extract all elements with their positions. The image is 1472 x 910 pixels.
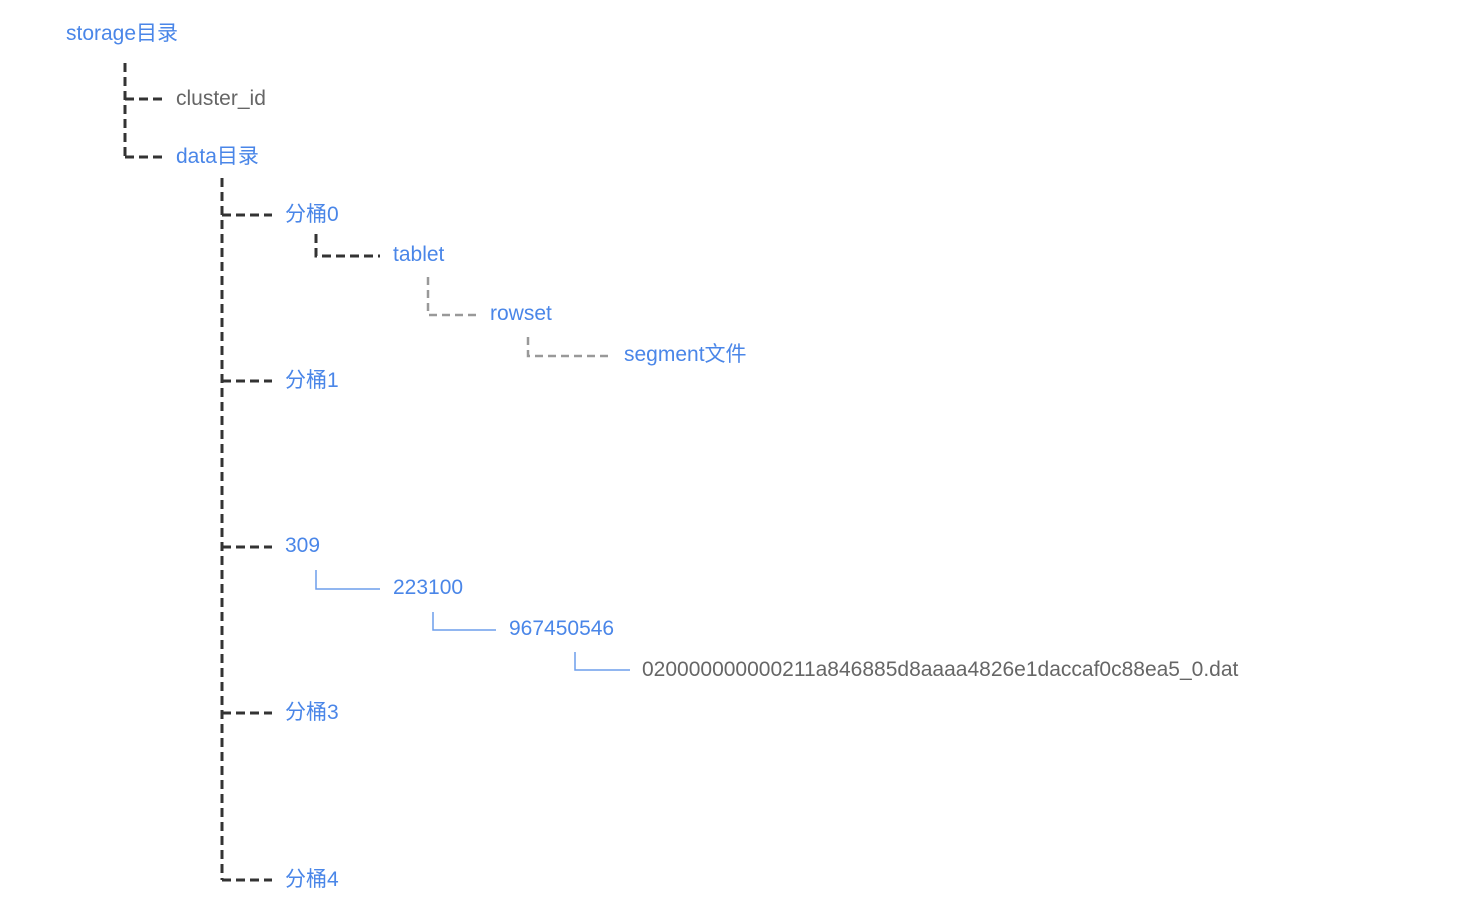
connector-rowset	[426, 277, 478, 317]
connector-schema-hash	[432, 612, 496, 631]
tablet-id-node: 223100	[393, 576, 464, 599]
connector-segment	[526, 337, 610, 358]
cluster-id-node: cluster_id	[176, 87, 266, 110]
bucket-0-node: 分桶0	[285, 203, 339, 226]
bucket-4-node: 分桶4	[285, 868, 339, 891]
connector-segment-file	[574, 652, 630, 671]
storage-directory-node: storage目录	[66, 22, 179, 45]
segment-dat-file-node: 020000000000211a846885d8aaaa4826e1daccaf…	[642, 658, 1239, 681]
rowset-node: rowset	[490, 302, 552, 325]
bucket-3-node: 分桶3	[285, 701, 339, 724]
schema-hash-node: 967450546	[509, 617, 615, 640]
bucket-309-node: 309	[285, 534, 321, 557]
bucket-1-node: 分桶1	[285, 369, 339, 392]
connector-tablet	[314, 234, 380, 258]
tablet-node: tablet	[393, 243, 445, 266]
connector-tablet-id	[315, 570, 380, 590]
data-directory-node: data目录	[176, 145, 259, 168]
segment-file-node: segment文件	[624, 343, 747, 366]
